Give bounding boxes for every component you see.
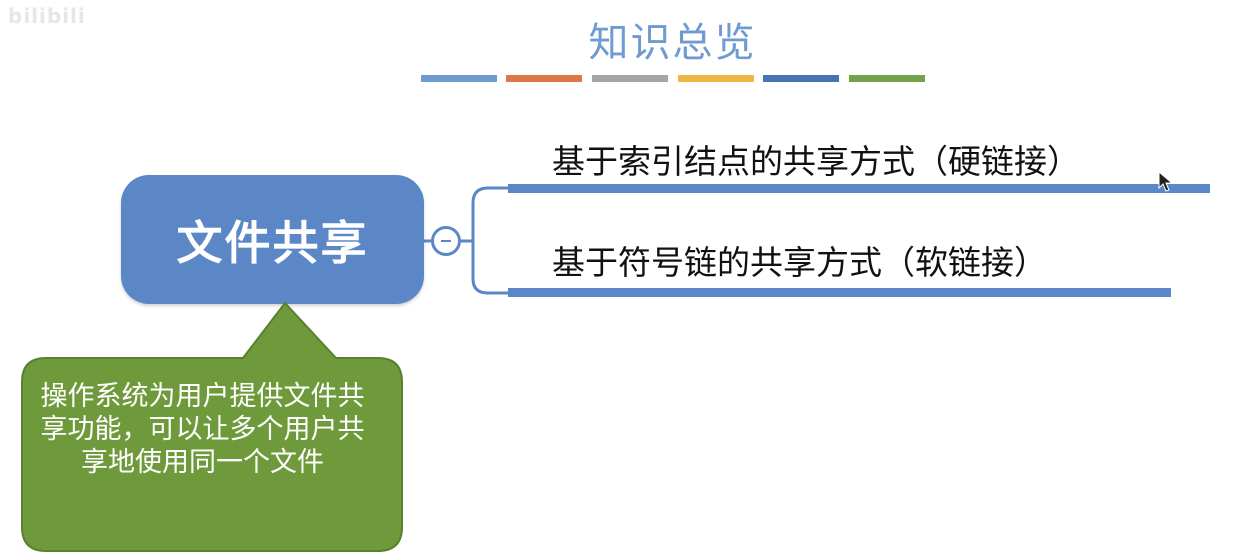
stripe-2 <box>506 75 582 82</box>
stripe-3 <box>592 75 668 82</box>
branch-soft-link[interactable]: 基于符号链的共享方式（软链接） <box>552 243 1047 282</box>
branch-2-underline <box>508 288 1171 297</box>
stripe-1 <box>421 75 497 82</box>
watermark-logo: bilibili <box>8 4 86 28</box>
page-title: 知识总览 <box>588 20 757 66</box>
mouse-pointer-icon <box>1158 171 1174 192</box>
connector-trunk <box>461 186 508 295</box>
root-node[interactable]: 文件共享 <box>121 175 424 304</box>
stripe-4 <box>678 75 754 82</box>
minus-circle-icon[interactable] <box>431 226 461 256</box>
stripe-5 <box>763 75 839 82</box>
callout-description: 操作系统为用户提供文件共享功能，可以让多个用户共享地使用同一个文件 <box>40 381 365 478</box>
branch-hard-link[interactable]: 基于索引结点的共享方式（硬链接） <box>552 142 1080 181</box>
branch-1-underline <box>508 184 1210 193</box>
stripe-6 <box>849 75 925 82</box>
